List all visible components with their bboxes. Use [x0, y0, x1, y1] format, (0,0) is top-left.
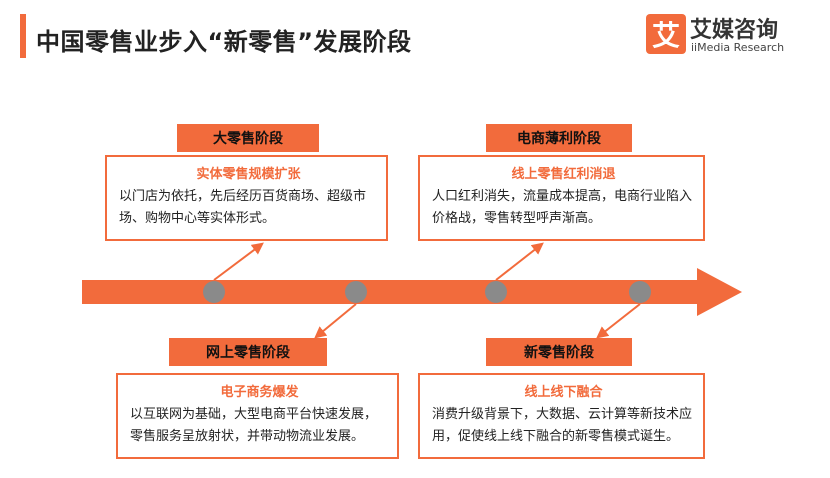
stage-box-1: 实体零售规模扩张 以门店为依托，先后经历百货商场、超级市场、购物中心等实体形式。: [105, 155, 388, 241]
stage-box-3-title: 线上零售红利消退: [511, 167, 616, 182]
stage-box-4-body: 消费升级背景下，大数据、云计算等新技术应用，促使线上线下融合的新零售模式诞生。: [432, 407, 693, 444]
timeline-dot-2: [345, 281, 367, 303]
stage-box-3: 线上零售红利消退 人口红利消失，流量成本提高，电商行业陷入价格战，零售转型呼声渐…: [418, 155, 705, 241]
logo-name: 艾媒咨询: [690, 18, 779, 43]
brand-logo: 艾 艾媒咨询 iiMedia Research: [646, 12, 816, 60]
title-accent-bar: [20, 14, 26, 58]
stage-box-4: 线上线下融合 消费升级背景下，大数据、云计算等新技术应用，促使线上线下融合的新零…: [418, 373, 705, 459]
stage-box-1-body: 以门店为依托，先后经历百货商场、超级市场、购物中心等实体形式。: [119, 189, 367, 226]
logo-subtitle: iiMedia Research: [691, 41, 785, 54]
timeline-dot-1: [203, 281, 225, 303]
stage-label-3: 电商薄利阶段: [486, 124, 632, 152]
stage-box-1-title: 实体零售规模扩张: [196, 167, 301, 182]
stage-box-2: 电子商务爆发 以互联网为基础，大型电商平台快速发展，零售服务呈放射状，并带动物流…: [116, 373, 399, 459]
logo-mark-icon: 艾: [646, 14, 686, 54]
stage-box-2-body: 以互联网为基础，大型电商平台快速发展，零售服务呈放射状，并带动物流业发展。: [130, 407, 378, 444]
stage-label-4: 新零售阶段: [486, 338, 632, 366]
page-title: 中国零售业步入“新零售”发展阶段: [36, 28, 412, 56]
timeline-dot-3: [485, 281, 507, 303]
stage-label-1: 大零售阶段: [177, 124, 319, 152]
stage-box-3-body: 人口红利消失，流量成本提高，电商行业陷入价格战，零售转型呼声渐高。: [432, 189, 693, 226]
stage-box-2-title: 电子商务爆发: [220, 385, 299, 400]
stage-box-4-title: 线上线下融合: [524, 385, 603, 400]
timeline-dot-4: [629, 281, 651, 303]
stage-label-2: 网上零售阶段: [169, 338, 327, 366]
